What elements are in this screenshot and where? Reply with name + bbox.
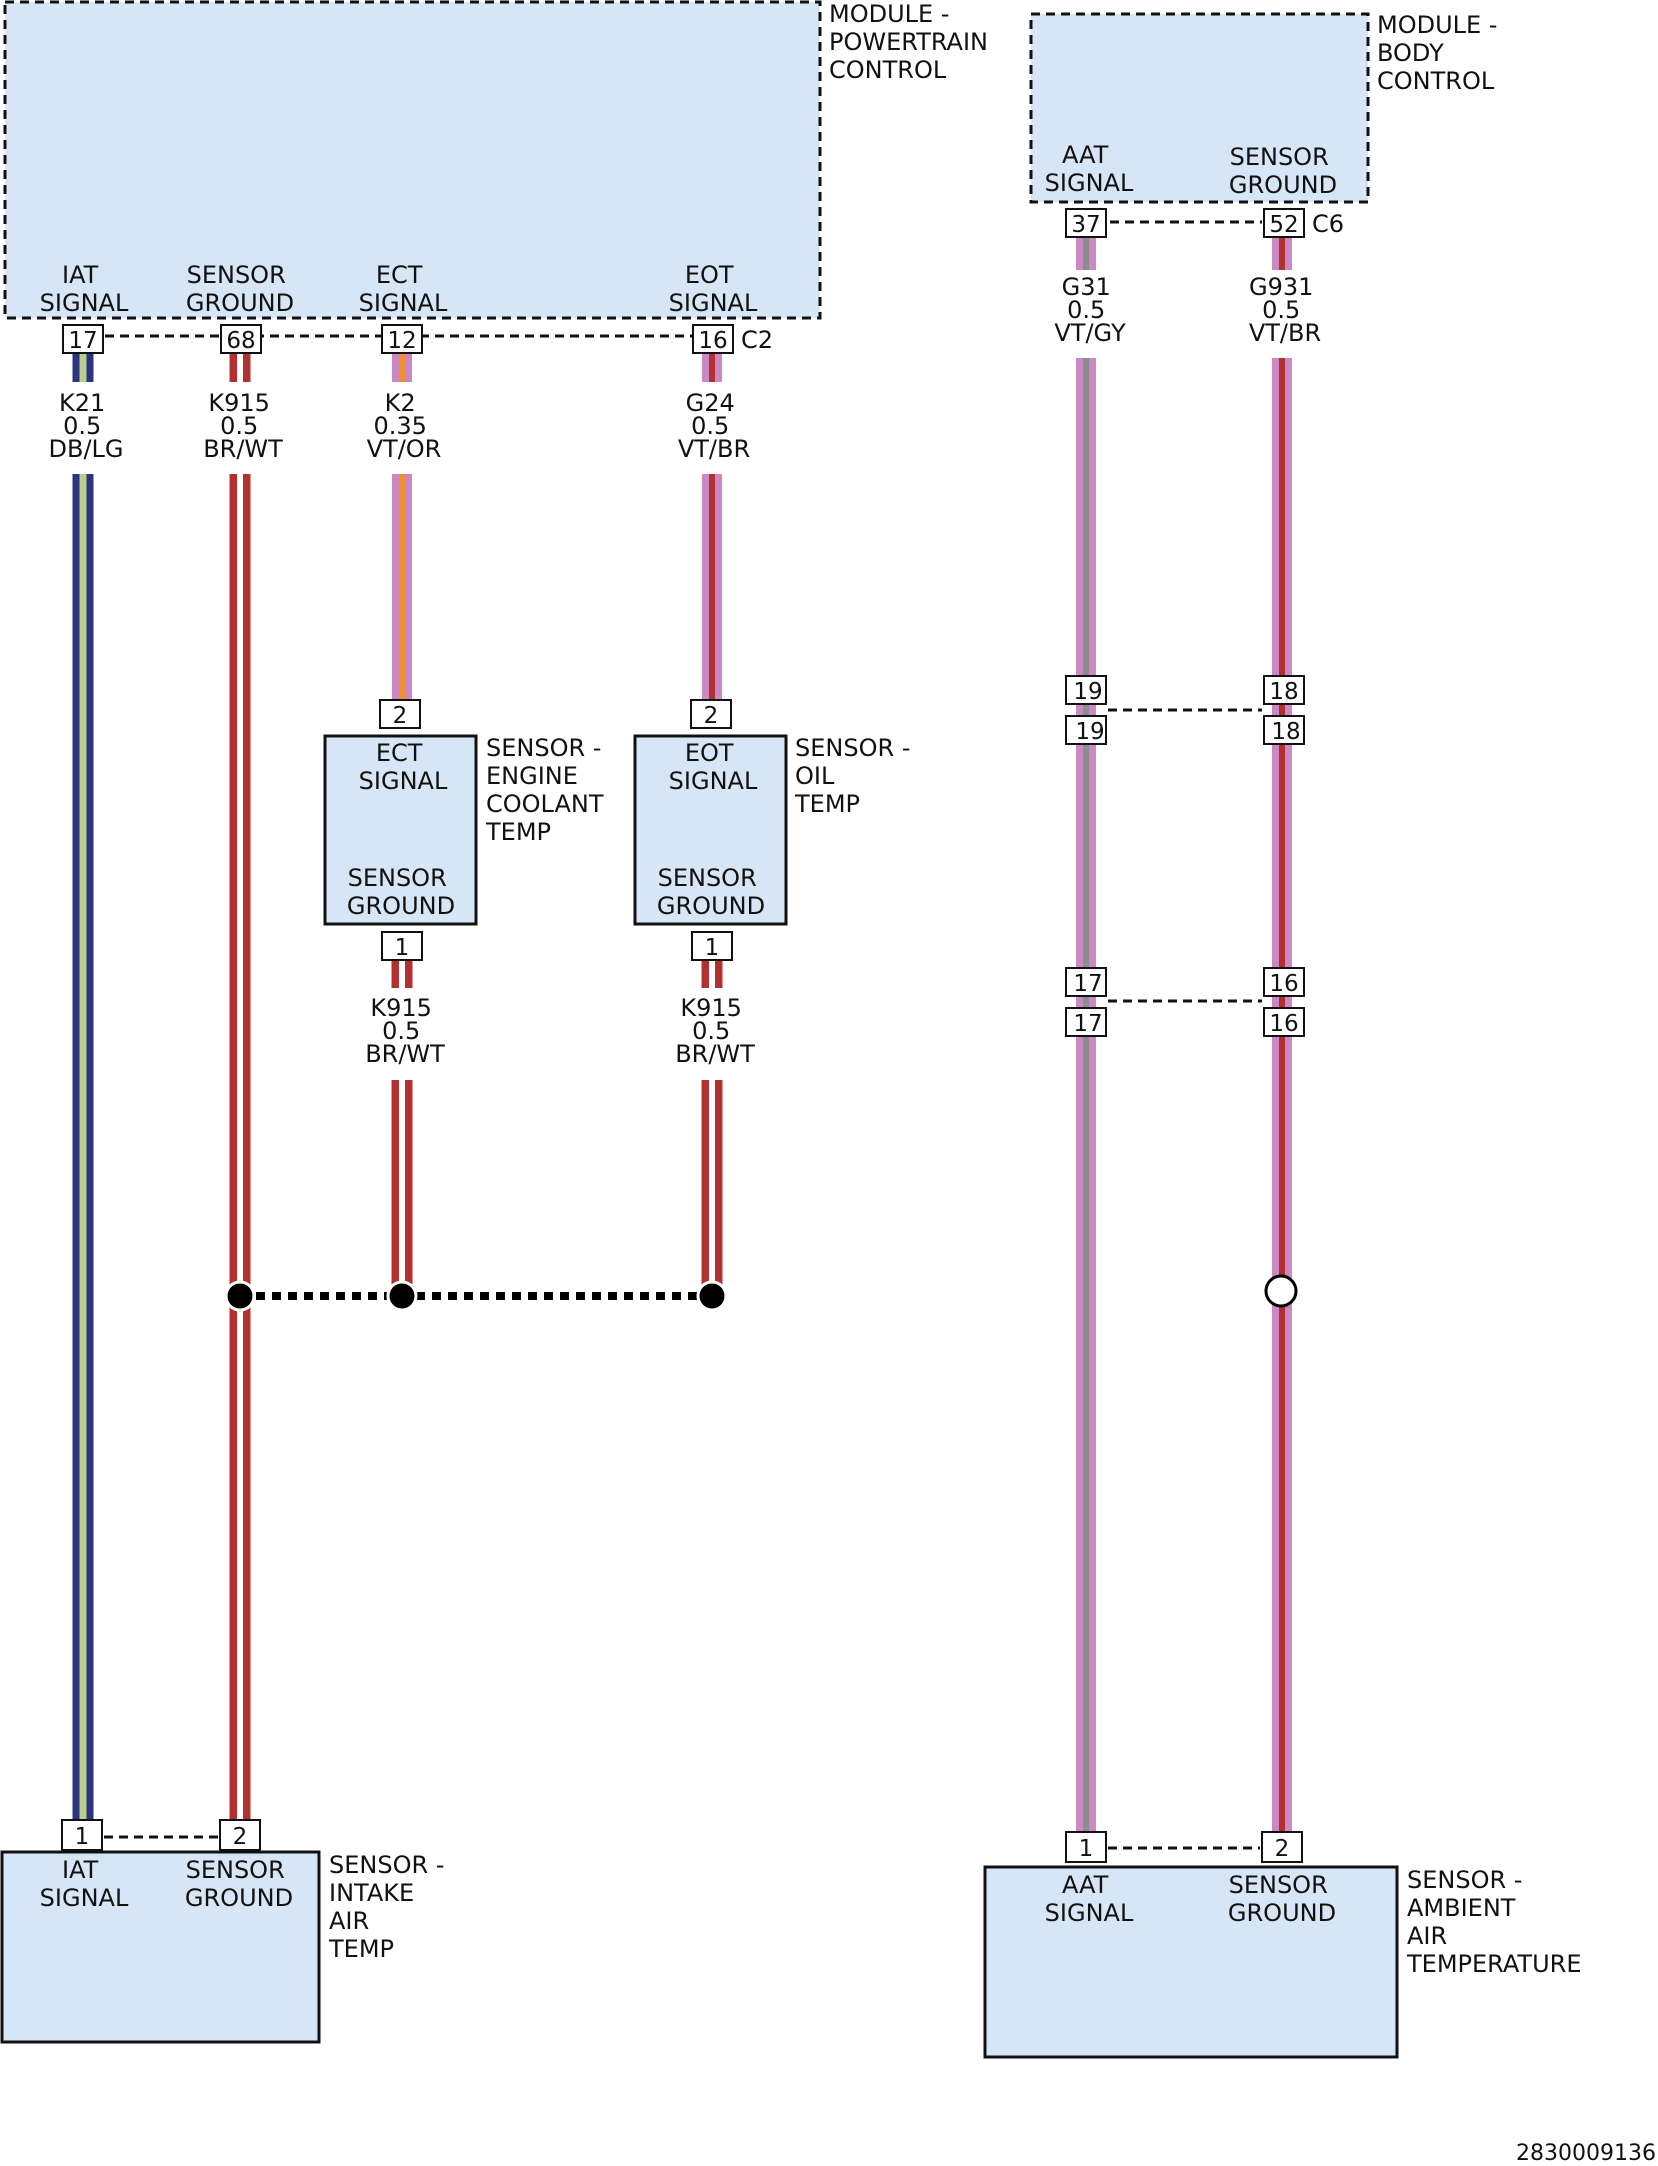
inline-pin-16-lower: 16 bbox=[1269, 1011, 1298, 1037]
wire-label-g31: G31 0.5 VT/GY bbox=[1054, 273, 1126, 347]
eot-pin-number-1: 1 bbox=[705, 935, 720, 961]
inline-connector-17-16[interactable]: 17 17 16 16 bbox=[1065, 967, 1305, 1037]
wire-labels: K21 0.5 DB/LG K915 0.5 BR/WT K2 0.35 VT/… bbox=[42, 270, 1330, 1080]
pin-box-12[interactable] bbox=[381, 324, 423, 354]
connector-c2-label: C2 bbox=[741, 326, 773, 354]
inline-pin-19-upper: 19 bbox=[1073, 679, 1102, 705]
inline-pin-box-16-upper[interactable] bbox=[1263, 967, 1305, 997]
pin-box-68[interactable] bbox=[220, 324, 262, 354]
iat-sensor-ground-label: SENSOR GROUND bbox=[185, 1856, 293, 1912]
inline-pin-17-upper: 17 bbox=[1073, 971, 1102, 997]
iat-pin-box-2[interactable] bbox=[219, 1819, 261, 1851]
pcm-pin-label-ect-signal: ECT SIGNAL bbox=[359, 261, 448, 317]
eot-pin-box-1[interactable] bbox=[691, 931, 733, 961]
pin-number-17: 17 bbox=[68, 328, 97, 354]
eot-sensor-title: SENSOR - OIL TEMP bbox=[794, 734, 918, 818]
inline-pin-box-18-lower[interactable] bbox=[1263, 715, 1305, 745]
aat-pin-number-1: 1 bbox=[1079, 1836, 1094, 1862]
document-id: 2830009136 bbox=[1516, 2141, 1656, 2166]
wire-label-k915-ect: K915 0.5 BR/WT bbox=[365, 994, 445, 1068]
aat-sensor-box bbox=[983, 1865, 1399, 2059]
pin-box-37[interactable] bbox=[1065, 208, 1107, 238]
iat-pin-number-1: 1 bbox=[75, 1824, 90, 1850]
connector-c6-label: C6 bbox=[1312, 210, 1344, 238]
eot-pin-box-2[interactable] bbox=[690, 699, 732, 729]
ect-pin-box-2[interactable] bbox=[379, 699, 421, 729]
inline-pin-18-upper: 18 bbox=[1269, 679, 1298, 705]
ect-sensor[interactable]: 2 ECT SIGNAL SENSOR GROUND 1 SENSOR - EN… bbox=[323, 699, 611, 961]
ect-sensor-signal-label: ECT SIGNAL bbox=[359, 739, 448, 795]
inline-pin-19-lower: 19 bbox=[1075, 719, 1104, 745]
iat-pin-number-2: 2 bbox=[233, 1824, 248, 1850]
eot-pin-number-2: 2 bbox=[704, 703, 719, 729]
aat-pin-box-2[interactable] bbox=[1261, 1831, 1303, 1863]
pin-number-12: 12 bbox=[387, 328, 416, 354]
aat-sensor[interactable]: 1 2 AAT SIGNAL SENSOR GROUND SENSOR - AM… bbox=[983, 1831, 1582, 2059]
powertrain-control-module[interactable]: MODULE - POWERTRAIN CONTROL IAT SIGNAL S… bbox=[3, 0, 996, 354]
pin-number-16: 16 bbox=[698, 328, 727, 354]
pin-number-68: 68 bbox=[226, 328, 255, 354]
aat-pin-number-2: 2 bbox=[1275, 1836, 1290, 1862]
inline-pin-18-lower: 18 bbox=[1271, 719, 1300, 745]
inline-connector-19-18[interactable]: 19 19 18 18 bbox=[1065, 675, 1305, 745]
wire-label-g931: G931 0.5 VT/BR bbox=[1249, 273, 1321, 347]
splice-dot-eot[interactable] bbox=[696, 1280, 728, 1312]
pin-box-16[interactable] bbox=[692, 324, 734, 354]
ect-pin-number-2: 2 bbox=[393, 703, 408, 729]
pcm-pin-label-eot-signal: EOT SIGNAL bbox=[669, 261, 758, 317]
pin-box-52[interactable] bbox=[1263, 208, 1305, 238]
open-splice-g931[interactable] bbox=[1264, 1274, 1298, 1308]
inline-pin-box-18-upper[interactable] bbox=[1263, 675, 1305, 705]
iat-sensor-signal-label: IAT SIGNAL bbox=[40, 1856, 129, 1912]
pcm-pin-label-iat-signal: IAT SIGNAL bbox=[40, 261, 129, 317]
wire-label-k21: K21 0.5 DB/LG bbox=[49, 389, 124, 463]
bcm-pin-label-aat-signal: AAT SIGNAL bbox=[1045, 141, 1134, 197]
pcm-pin-label-sensor-ground: SENSOR GROUND bbox=[186, 261, 294, 317]
wire-label-k915-eot: K915 0.5 BR/WT bbox=[675, 994, 755, 1068]
iat-sensor[interactable]: 1 2 IAT SIGNAL SENSOR GROUND SENSOR - IN… bbox=[0, 1819, 452, 2044]
pin-box-17[interactable] bbox=[62, 324, 104, 354]
iat-sensor-title: SENSOR - INTAKE AIR TEMP bbox=[328, 1851, 452, 1963]
iat-pin-box-1[interactable] bbox=[61, 1819, 103, 1851]
ect-sensor-box bbox=[323, 734, 478, 926]
body-module-title: MODULE - BODY CONTROL bbox=[1377, 11, 1505, 95]
inline-pin-17-lower: 17 bbox=[1073, 1011, 1102, 1037]
wire-label-k915-pcm: K915 0.5 BR/WT bbox=[203, 389, 283, 463]
iat-sensor-box bbox=[0, 1850, 321, 2044]
ect-pin-box-1[interactable] bbox=[381, 931, 423, 961]
eot-sensor-signal-label: EOT SIGNAL bbox=[669, 739, 758, 795]
eot-sensor[interactable]: 2 EOT SIGNAL SENSOR GROUND 1 SENSOR - OI… bbox=[633, 699, 918, 961]
powertrain-module-title: MODULE - POWERTRAIN CONTROL bbox=[829, 0, 996, 84]
powertrain-module-box bbox=[3, 0, 822, 320]
eot-sensor-box bbox=[633, 734, 788, 926]
wire-label-k2: K2 0.35 VT/OR bbox=[367, 389, 442, 463]
inline-pin-box-19-lower[interactable] bbox=[1065, 715, 1107, 745]
aat-pin-box-1[interactable] bbox=[1065, 1831, 1107, 1863]
eot-sensor-ground-label: SENSOR GROUND bbox=[657, 864, 765, 920]
inline-pin-box-16-lower[interactable] bbox=[1263, 1007, 1305, 1037]
aat-sensor-title: SENSOR - AMBIENT AIR TEMPERATURE bbox=[1406, 1866, 1582, 1978]
ect-pin-number-1: 1 bbox=[395, 935, 410, 961]
pin-number-37: 37 bbox=[1071, 212, 1100, 238]
body-module-box bbox=[1029, 12, 1370, 204]
aat-sensor-ground-label: SENSOR GROUND bbox=[1228, 1871, 1336, 1927]
aat-sensor-signal-label: AAT SIGNAL bbox=[1045, 1871, 1134, 1927]
inline-pin-box-17-lower[interactable] bbox=[1065, 1007, 1107, 1037]
pin-number-52: 52 bbox=[1269, 212, 1298, 238]
ect-sensor-ground-label: SENSOR GROUND bbox=[347, 864, 455, 920]
body-control-module[interactable]: MODULE - BODY CONTROL AAT SIGNAL SENSOR … bbox=[1029, 11, 1505, 238]
ground-splice bbox=[224, 1280, 728, 1312]
wire-label-g24: G24 0.5 VT/BR bbox=[678, 389, 750, 463]
inline-pin-box-17-upper[interactable] bbox=[1065, 967, 1107, 997]
splice-dot-k915-pcm[interactable] bbox=[224, 1280, 256, 1312]
inline-pin-16-upper: 16 bbox=[1269, 971, 1298, 997]
bcm-pin-label-sensor-ground: SENSOR GROUND bbox=[1229, 143, 1337, 199]
inline-pin-box-19-upper[interactable] bbox=[1065, 675, 1107, 705]
splice-dot-ect[interactable] bbox=[386, 1280, 418, 1312]
ect-sensor-title: SENSOR - ENGINE COOLANT TEMP bbox=[485, 734, 611, 846]
